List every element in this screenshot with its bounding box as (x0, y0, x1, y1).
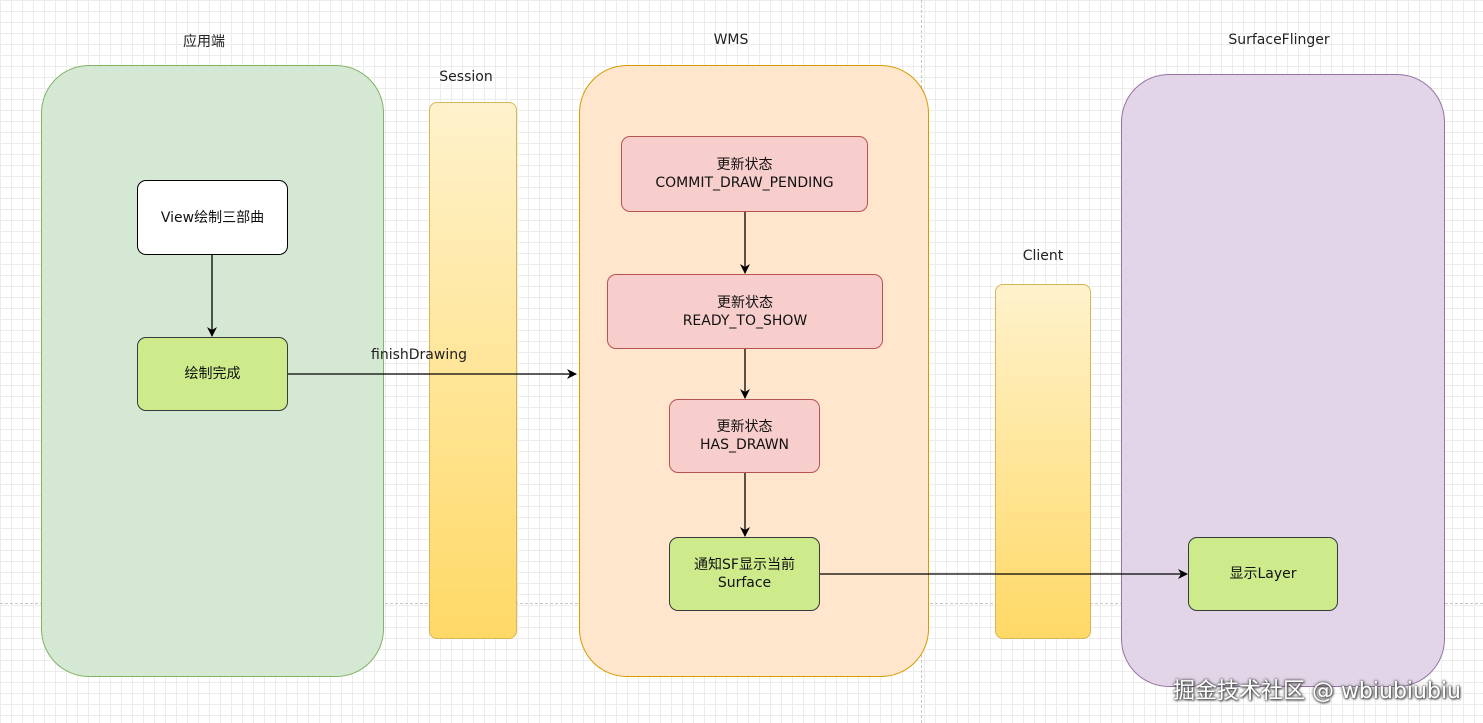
show-layer-label: 显示Layer (1229, 566, 1297, 582)
draw-done-node[interactable]: 绘制完成 (137, 337, 288, 411)
state-drawn-line1: 更新状态 (716, 419, 773, 435)
view-draw-node[interactable]: View绘制三部曲 (137, 180, 288, 255)
app-lane (41, 65, 384, 677)
state-commit-node[interactable]: 更新状态 COMMIT_DRAW_PENDING (621, 136, 868, 212)
watermark: 掘金技术社区 @ wbiubiubiu (1172, 679, 1461, 704)
show-layer-node[interactable]: 显示Layer (1188, 537, 1338, 611)
notify-sf-line2: Surface (717, 575, 772, 591)
surfaceflinger-lane-title: SurfaceFlinger (1228, 32, 1330, 48)
state-ready-line2: READY_TO_SHOW (682, 312, 808, 329)
state-commit-line1: 更新状态 (716, 157, 773, 173)
notify-sf-line1: 通知SF显示当前 (694, 557, 795, 573)
state-ready-line1: 更新状态 (717, 294, 773, 311)
session-bar (429, 102, 517, 639)
draw-done-label: 绘制完成 (184, 366, 241, 382)
state-drawn-line2: HAS_DRAWN (699, 437, 790, 453)
app-lane-title: 应用端 (183, 34, 225, 50)
client-lane-title: Client (1022, 248, 1064, 264)
state-drawn-node[interactable]: 更新状态 HAS_DRAWN (669, 399, 820, 473)
finish-drawing-label: finishDrawing (371, 347, 467, 363)
client-bar (995, 284, 1091, 639)
wms-lane-title: WMS (713, 32, 749, 48)
state-commit-line2: COMMIT_DRAW_PENDING (655, 175, 834, 191)
view-draw-label: View绘制三部曲 (160, 209, 265, 226)
session-lane-title: Session (439, 69, 493, 85)
state-ready-node[interactable]: 更新状态 READY_TO_SHOW (607, 274, 883, 349)
notify-sf-node[interactable]: 通知SF显示当前 Surface (669, 537, 820, 611)
